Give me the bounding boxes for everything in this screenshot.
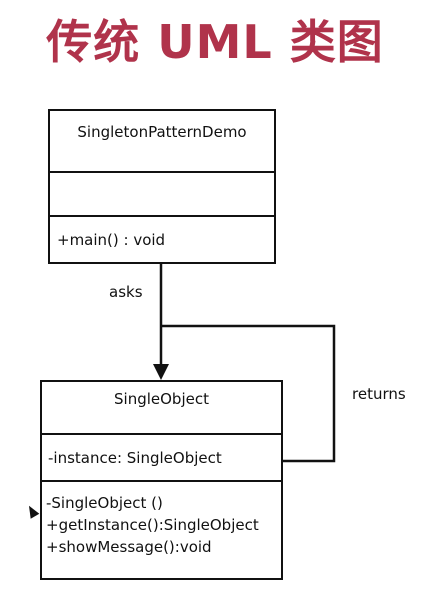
attributes-compartment [50,171,274,215]
returns-label: returns [352,385,406,403]
returns-loop-line [161,324,336,463]
class-name: SingletonPatternDemo [77,123,247,141]
attributes-compartment: -instance: SingleObject [42,433,281,480]
method-show-message: +showMessage():void [46,538,212,556]
asks-arrow-head [153,364,169,380]
asks-label: asks [109,283,143,301]
method-main: +main() : void [57,231,166,249]
class-box-single-object: SingleObject -instance: SingleObject -Si… [40,380,283,580]
method-constructor: -SingleObject () [46,494,163,512]
diagram-title: 传统 UML 类图 [46,15,384,69]
attribute-instance: -instance: SingleObject [48,449,222,467]
method-get-instance: +getInstance():SingleObject [46,516,259,534]
class-name: SingleObject [114,390,209,408]
class-name-compartment: SingleObject [42,382,281,433]
methods-compartment: -SingleObject () +getInstance():SingleOb… [42,480,281,590]
class-box-singleton-pattern-demo: SingletonPatternDemo +main() : void [48,109,276,264]
connector-lines [153,264,336,463]
class-name-compartment: SingletonPatternDemo [50,111,274,171]
methods-compartment: +main() : void [50,215,274,262]
